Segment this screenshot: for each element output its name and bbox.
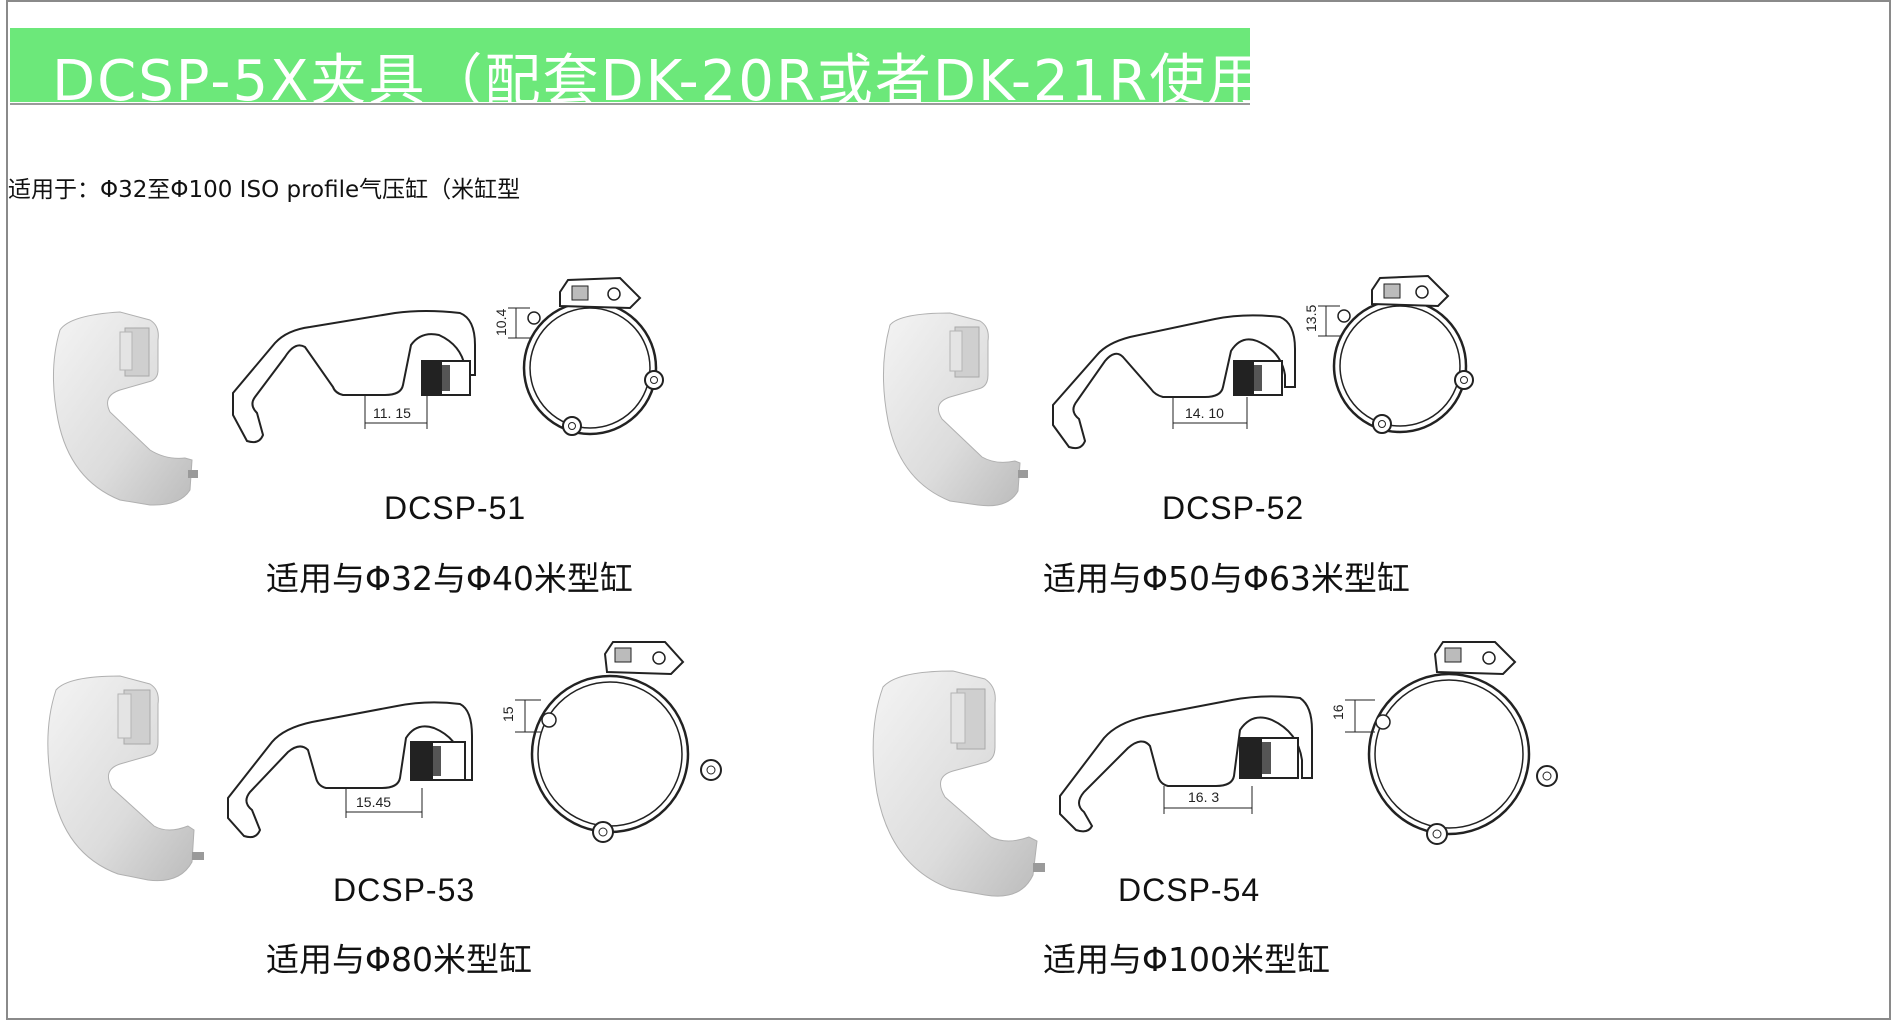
clamp-photo bbox=[53, 311, 198, 506]
height-dimension: 16 bbox=[1330, 704, 1346, 720]
clamp-profile-drawing: 14. 10 bbox=[1052, 314, 1296, 450]
fit-description: 适用与Φ50与Φ63米型缸 bbox=[1043, 559, 1410, 598]
model-label: DCSP-51 bbox=[384, 490, 527, 526]
model-label: DCSP-53 bbox=[333, 872, 476, 908]
height-dimension: 10.4 bbox=[493, 309, 509, 336]
width-dimension: 15.45 bbox=[356, 794, 391, 810]
clamp-photo bbox=[883, 312, 1028, 507]
fit-description: 适用与Φ100米型缸 bbox=[1043, 940, 1330, 979]
clamp-photo bbox=[47, 675, 204, 882]
model-label: DCSP-52 bbox=[1162, 490, 1305, 526]
width-dimension: 16. 3 bbox=[1188, 789, 1219, 805]
cylinder-section-drawing: 15 bbox=[500, 641, 722, 843]
clamp-photo bbox=[872, 670, 1045, 897]
clamp-profile-drawing: 15.45 bbox=[227, 701, 473, 839]
fit-description: 适用与Φ32与Φ40米型缸 bbox=[266, 559, 633, 598]
width-dimension: 14. 10 bbox=[1185, 405, 1224, 421]
applies-to-text: 适用于：Φ32至Φ100 ISO profile气压缸（米缸型 bbox=[8, 177, 521, 203]
clamp-profile-drawing: 11. 15 bbox=[232, 310, 476, 444]
height-dimension: 13.5 bbox=[1303, 305, 1319, 332]
cylinder-section-drawing: 13.5 bbox=[1303, 274, 1474, 434]
cylinder-section-drawing: 16 bbox=[1330, 641, 1558, 845]
fit-description: 适用与Φ80米型缸 bbox=[266, 940, 532, 979]
clamp-profile-drawing: 16. 3 bbox=[1059, 695, 1313, 833]
cylinder-section-drawing: 10.4 bbox=[493, 276, 664, 436]
title-bar bbox=[10, 28, 1250, 102]
page-frame bbox=[6, 0, 1891, 1020]
width-dimension: 11. 15 bbox=[373, 405, 411, 421]
title-divider bbox=[10, 103, 1250, 105]
height-dimension: 15 bbox=[500, 706, 516, 722]
model-label: DCSP-54 bbox=[1118, 872, 1261, 908]
